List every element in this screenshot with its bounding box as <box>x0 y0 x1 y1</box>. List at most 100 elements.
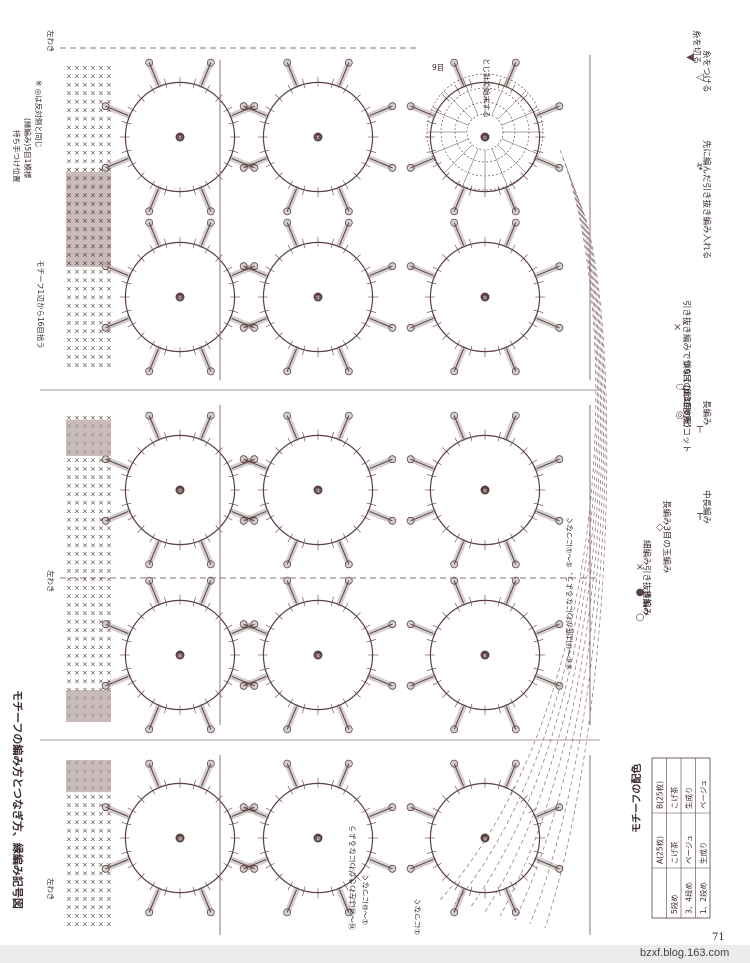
petal-edge <box>148 763 160 787</box>
picot <box>450 58 459 67</box>
sc-stitch: × <box>74 328 80 336</box>
sc-stitch: × <box>66 669 72 677</box>
sc-stitch: × <box>98 508 104 516</box>
sc-stitch: × <box>98 661 104 669</box>
motif-label: ⑮ <box>177 488 182 495</box>
sc-stitch: × <box>74 878 80 886</box>
sc-stitch: × <box>74 844 80 852</box>
stitch-tick <box>127 624 137 631</box>
stitch-tick <box>164 703 168 714</box>
stitch-tick <box>528 321 538 328</box>
sc-stitch: × <box>98 158 104 166</box>
stitch-tick <box>497 78 501 89</box>
sc-stitch: × <box>74 268 80 276</box>
sc-stitch: × <box>98 878 104 886</box>
stitch-tick <box>215 447 223 455</box>
picot <box>239 163 248 172</box>
sc-stitch: × <box>98 336 104 344</box>
sc-stitch: × <box>66 166 72 174</box>
petal-edge <box>505 580 517 604</box>
stitch-tick <box>275 254 283 262</box>
sc-stitch: × <box>106 115 112 123</box>
petal-edge <box>243 157 267 169</box>
sc-stitch: × <box>82 183 88 191</box>
sc-stitch: × <box>74 567 80 575</box>
picot <box>388 803 397 812</box>
stitch-tick <box>509 84 516 94</box>
sc-stitch: × <box>106 601 112 609</box>
stitch-tick <box>265 862 275 869</box>
sc-stitch: × <box>98 610 104 618</box>
picot <box>239 803 248 812</box>
picot <box>101 620 110 629</box>
sc-stitch: × <box>66 618 72 626</box>
motif: ⑳ <box>239 759 397 917</box>
sc-stitch: × <box>98 251 104 259</box>
legend-item: ●引き抜き編み <box>636 565 652 617</box>
sc-stitch: × <box>106 353 112 361</box>
stitch-tick <box>275 525 283 533</box>
petal-edge <box>453 706 465 730</box>
petal-edge <box>505 706 517 730</box>
detail-ring <box>466 113 504 151</box>
sc-stitch: × <box>82 90 88 98</box>
sc-stitch: × <box>106 508 112 516</box>
petal-edge <box>231 157 255 169</box>
sc-stitch: × <box>82 895 88 903</box>
stitch-tick <box>520 254 528 262</box>
stitch-tick <box>275 873 283 881</box>
sc-stitch: × <box>82 887 88 895</box>
sc-stitch: × <box>82 533 88 541</box>
legend-label: 長編み <box>701 400 712 426</box>
petal-edge <box>453 348 465 372</box>
sc-stitch: × <box>82 482 88 490</box>
stitch-tick <box>149 881 156 891</box>
stitch-tick <box>149 785 156 795</box>
picot <box>555 516 564 525</box>
legend-item: ○鎖編み <box>636 590 652 623</box>
sc-stitch: × <box>74 819 80 827</box>
picot <box>450 218 459 227</box>
left-side-label-mid: 左わき <box>46 570 56 593</box>
sc-stitch: × <box>106 226 112 234</box>
stitch-tick <box>361 514 371 521</box>
stitch-tick <box>259 850 270 854</box>
sc-stitch: × <box>106 836 112 844</box>
sc-stitch: × <box>74 525 80 533</box>
edge-layer: ××××××××××××××××××××××××××××××××××××××××… <box>40 47 608 935</box>
stitch-tick <box>121 850 132 854</box>
sc-stitch: × <box>90 904 96 912</box>
sc-stitch: × <box>66 508 72 516</box>
petal-edge <box>369 623 393 635</box>
sc-stitch: × <box>98 260 104 268</box>
sc-stitch: × <box>106 73 112 81</box>
sc-stitch: × <box>90 887 96 895</box>
sc-stitch: × <box>66 610 72 618</box>
sc-stitch: × <box>98 844 104 852</box>
sc-stitch: × <box>106 861 112 869</box>
petal-edge <box>286 541 298 565</box>
motif-center <box>313 132 323 142</box>
table-cell: 生成り <box>684 787 694 810</box>
picot <box>555 620 564 629</box>
stitch-tick <box>192 596 196 607</box>
sc-stitch: × <box>90 268 96 276</box>
sc-stitch: × <box>98 209 104 217</box>
sc-stitch: × <box>90 635 96 643</box>
petal-edge <box>536 317 560 329</box>
petal-edge <box>453 763 465 787</box>
petal-edge <box>148 889 160 913</box>
picot <box>250 620 259 629</box>
sc-stitch: × <box>66 678 72 686</box>
sc-stitch: × <box>82 251 88 259</box>
sc-stitch: × <box>98 98 104 106</box>
sc-stitch: × <box>106 499 112 507</box>
stitch-tick <box>164 886 168 897</box>
picot <box>344 58 353 67</box>
stitch-tick <box>497 596 501 607</box>
sc-stitch: × <box>98 302 104 310</box>
sc-stitch: × <box>98 243 104 251</box>
